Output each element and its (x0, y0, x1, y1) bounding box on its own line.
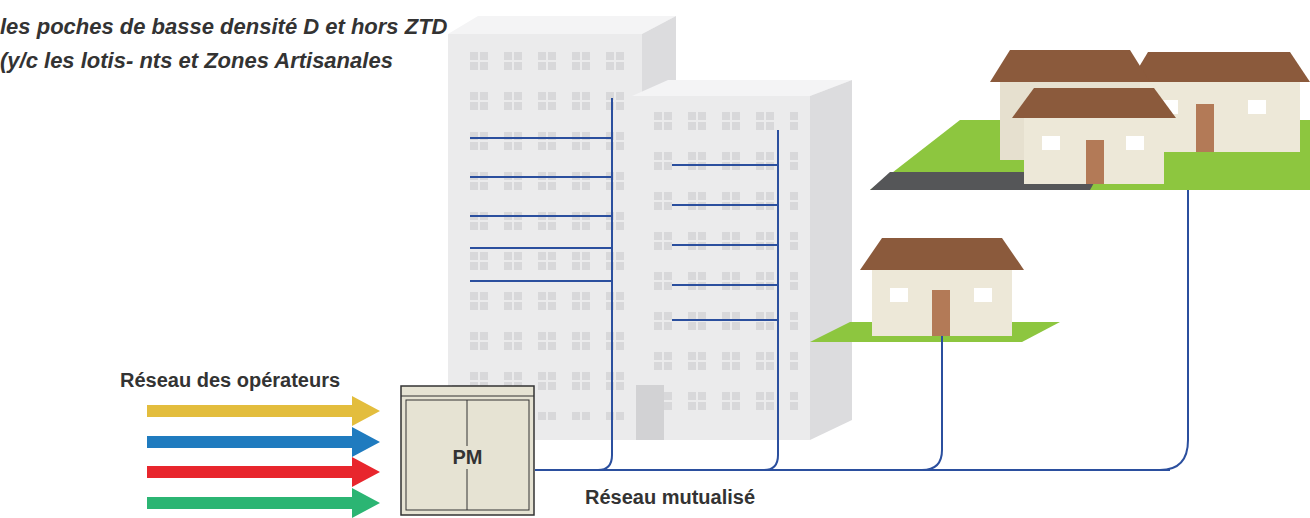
operator-arrows (147, 396, 380, 518)
cabinet-text-area: PM (400, 385, 535, 516)
shared-network-line (535, 190, 1188, 470)
building-roof (448, 16, 676, 34)
building-front (632, 96, 810, 440)
building-side (810, 80, 852, 440)
cabinet-label: PM (449, 446, 487, 469)
building-door (636, 385, 664, 440)
network-label: Réseau mutualisé (585, 485, 845, 509)
heading-note: les poches de basse densité D et hors ZT… (0, 10, 450, 78)
house (860, 238, 1024, 336)
street-cabinet: PM (400, 385, 535, 516)
house (1012, 88, 1176, 184)
network-label: Réseau des opérateurs (120, 368, 380, 392)
building-windows (466, 50, 626, 420)
